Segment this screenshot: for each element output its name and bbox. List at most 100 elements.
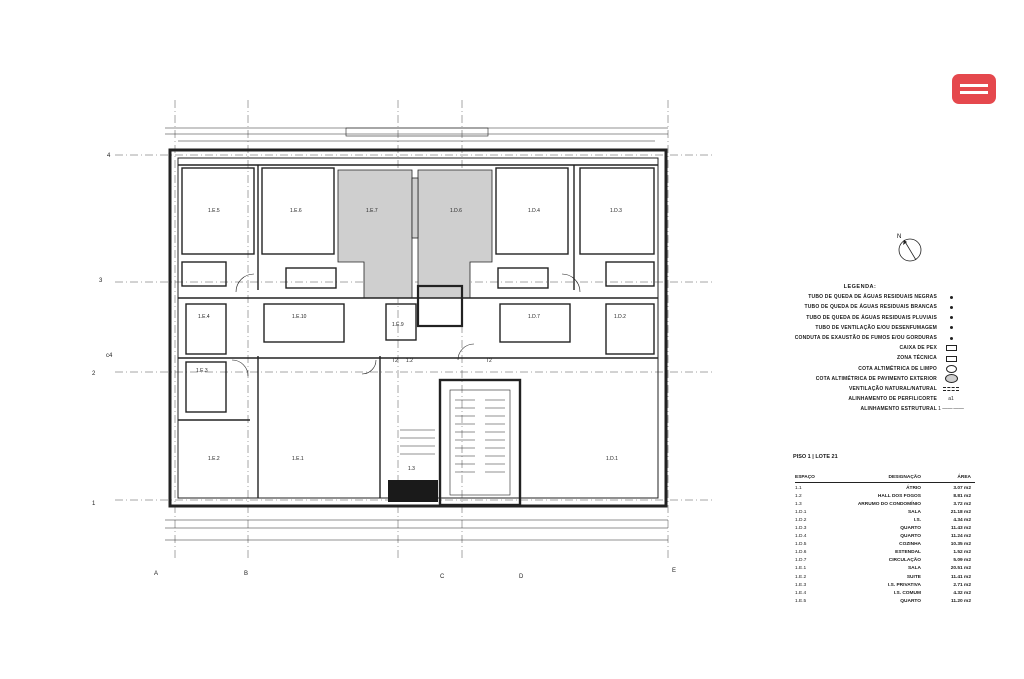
table-row: 1.D.5 COZINHA 10.35 m2	[795, 541, 975, 549]
space-code: 1.E.1	[795, 566, 807, 572]
legend-symbol-icon	[942, 306, 960, 309]
legend-item: CONDUTA DE EXAUSTÃO DE FUMOS E/OU GORDUR…	[760, 333, 960, 343]
svg-text:2: 2	[92, 371, 96, 377]
svg-text:A: A	[154, 571, 158, 577]
svg-text:4: 4	[107, 153, 111, 159]
svg-text:1.E.4: 1.E.4	[198, 314, 210, 320]
legend-label: VENTILAÇÃO NATURAL/NATURAL	[848, 386, 937, 393]
space-name: QUARTO	[900, 534, 921, 540]
legend-symbol-icon	[942, 364, 960, 373]
legend-label: ALINHAMENTO DE PERFIL/CORTE	[848, 396, 937, 403]
legend-label: CONDUTA DE EXAUSTÃO DE FUMOS E/OU GORDUR…	[794, 335, 937, 342]
svg-text:B: B	[244, 571, 248, 577]
svg-text:D: D	[519, 574, 524, 580]
svg-text:1: 1	[92, 501, 96, 507]
legend-label: TUBO DE QUEDA DE ÁGUAS RESIDUAIS PLUVIAI…	[806, 314, 937, 321]
room-labels: 1.E.5 1.E.6 1.E.7 1.D.6 1.D.4 1.D.3 1.E.…	[196, 208, 626, 472]
svg-text:N: N	[897, 234, 901, 240]
legend-symbol-icon	[942, 295, 960, 299]
legend-symbol-icon	[942, 345, 960, 352]
space-area: 10.35 m2	[950, 542, 971, 548]
svg-text:C: C	[440, 574, 445, 580]
area-table-title: PISO 1 | LOTE 21	[793, 454, 838, 460]
space-code: 1.D.6	[795, 550, 807, 556]
space-area: 11.24 m2	[950, 534, 971, 540]
space-area: 4.32 m2	[953, 590, 971, 596]
svg-text:1.2: 1.2	[406, 358, 413, 364]
space-name: CIRCULAÇÃO	[888, 558, 921, 564]
space-code: 1.3	[795, 501, 802, 507]
legend-item: TUBO DE QUEDA DE ÁGUAS RESIDUAIS BRANCAS	[760, 302, 960, 312]
space-area: 11.43 m2	[950, 526, 971, 532]
svg-text:1.D.4: 1.D.4	[528, 208, 540, 214]
space-name: ÁTRIO	[906, 485, 921, 491]
header-space: ESPAÇO	[795, 475, 815, 480]
svg-text:1.D.7: 1.D.7	[528, 314, 540, 320]
space-name: I.S.	[913, 517, 921, 523]
svg-text:T2: T2	[486, 358, 492, 364]
space-area: 20.51 m2	[950, 566, 971, 572]
svg-text:1.3: 1.3	[408, 466, 415, 472]
svg-text:c4: c4	[106, 353, 113, 359]
space-name: I.S. PRIVATIVA	[887, 582, 921, 588]
space-area: 21.18 m2	[950, 509, 971, 515]
legend-item: ALINHAMENTO DE PERFIL/CORTE a1	[760, 394, 960, 404]
svg-text:1.E.7: 1.E.7	[366, 208, 378, 214]
legend-item: COTA ALTIMÉTRICA DE LIMPO	[760, 364, 960, 374]
space-code: 1.E.5	[795, 598, 807, 604]
space-code: 1.D.4	[795, 534, 807, 540]
space-name: SALA	[907, 566, 921, 572]
space-area: 5.09 m2	[953, 558, 971, 564]
north-arrow-icon: N	[897, 234, 922, 262]
space-area: 11.41 m2	[950, 574, 971, 580]
header-designation: DESIGNAÇÃO	[888, 475, 921, 480]
svg-text:3: 3	[99, 278, 103, 284]
legend-item: VENTILAÇÃO NATURAL/NATURAL	[760, 384, 960, 394]
space-code: 1.E.2	[795, 574, 807, 580]
table-row: 1.E.1 SALA 20.51 m2	[795, 565, 975, 573]
legend-title: LEGENDA:	[843, 284, 877, 290]
space-area: 1.52 m2	[953, 550, 971, 556]
svg-text:1.D.2: 1.D.2	[614, 314, 626, 320]
legend-item: COTA ALTIMÉTRICA DE PAVIMENTO EXTERIOR	[760, 374, 960, 384]
space-code: 1.D.1	[795, 509, 807, 515]
legend-symbol-icon	[942, 326, 960, 330]
space-code: 1.D.3	[795, 526, 807, 532]
legend: LEGENDA: TUBO DE QUEDA DE ÁGUAS RESIDUAI…	[760, 282, 964, 415]
legend-label: COTA ALTIMÉTRICA DE PAVIMENTO EXTERIOR	[815, 375, 937, 382]
legend-symbol-icon	[942, 387, 960, 392]
legend-symbol-icon: a1	[948, 396, 954, 403]
svg-text:1.E.6: 1.E.6	[290, 208, 302, 214]
legend-label: CAIXA DE PEX	[899, 345, 937, 352]
legend-symbol-icon	[942, 316, 960, 320]
svg-text:1.E.5: 1.E.5	[208, 208, 220, 214]
space-area: 3.72 m2	[953, 501, 971, 507]
legend-symbol-icon	[942, 336, 960, 340]
legend-symbol-icon	[942, 355, 960, 362]
table-row: 1.D.4 QUARTO 11.24 m2	[795, 533, 975, 541]
legend-symbol-icon: 1 ——·——	[938, 406, 964, 413]
space-code: 1.E.3	[795, 582, 807, 588]
space-name: I.S. COMUM	[893, 590, 921, 596]
space-name: COZINHA	[899, 542, 921, 548]
legend-item: TUBO DE QUEDA DE ÁGUAS RESIDUAIS NEGRAS	[760, 292, 960, 302]
space-code: 1.D.7	[795, 558, 807, 564]
space-area: 8.81 m2	[953, 493, 971, 499]
space-area: 4.34 m2	[953, 517, 971, 523]
floor-plan: A B C D E 1 2 3 4 c4 1.E.5 1.E.6 1.E.7 1…	[92, 100, 715, 580]
brand-logo-icon	[952, 74, 996, 104]
svg-text:1.D.6: 1.D.6	[450, 208, 462, 214]
space-code: 1.D.5	[795, 542, 807, 548]
space-name: QUARTO	[900, 598, 921, 604]
space-area: 11.20 m2	[950, 598, 971, 604]
legend-item: TUBO DE VENTILAÇÃO E/OU DESENFUMAGEM	[760, 323, 960, 333]
legend-label: ALINHAMENTO ESTRUTURAL	[860, 406, 937, 413]
